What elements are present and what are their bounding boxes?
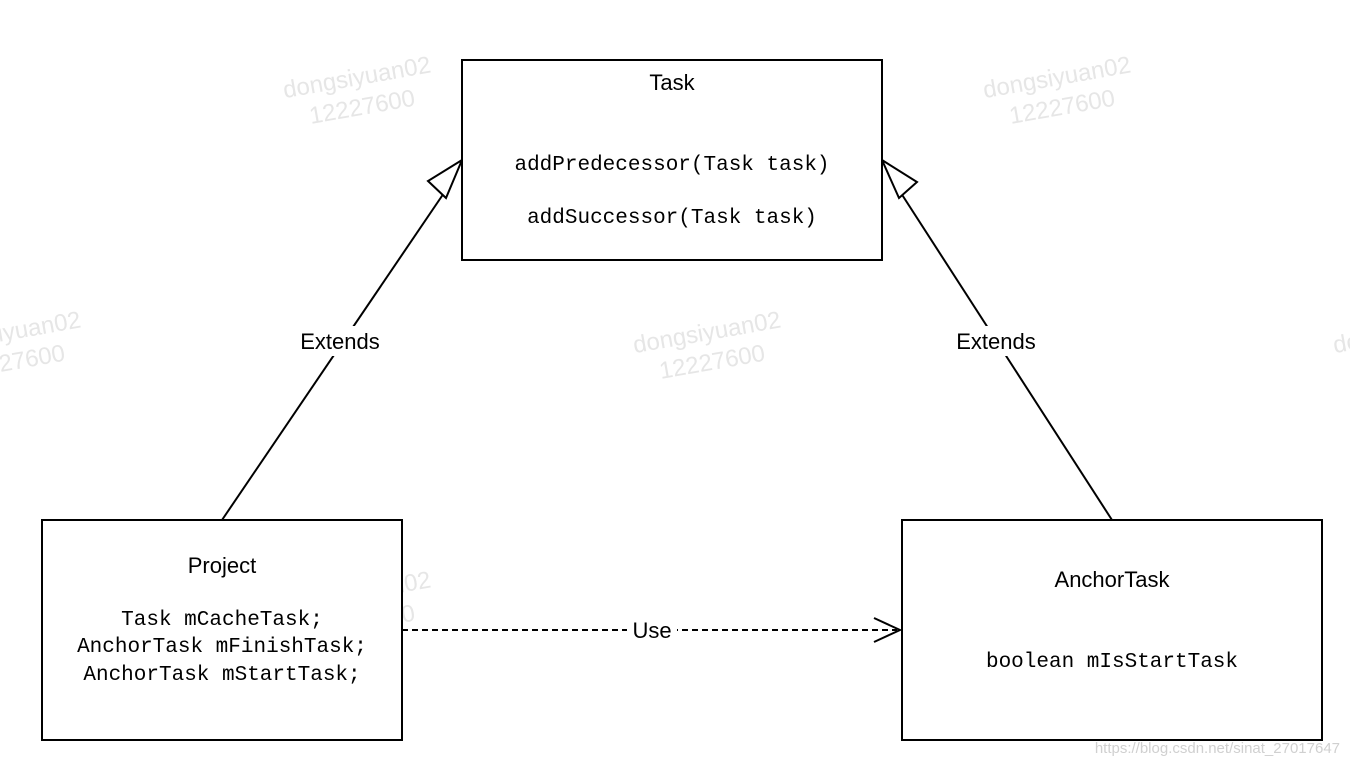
use-label-bg: [627, 616, 677, 644]
project-generalization-arrowhead: [426, 157, 465, 200]
anchor-task-class-box[interactable]: [901, 519, 1323, 741]
task-class-box[interactable]: [461, 59, 883, 261]
project-class-name: Project: [188, 553, 256, 578]
project-member: AnchorTask mFinishTask;: [77, 636, 367, 659]
task-member: addSuccessor(Task task): [527, 207, 817, 230]
project-member: Task mCacheTask;: [121, 609, 323, 632]
use-label: Use: [632, 618, 671, 643]
anchor-generalization-arrowhead: [879, 157, 919, 200]
source-credit: https://blog.csdn.net/sinat_27017647: [1095, 740, 1340, 757]
anchor-task-member: boolean mIsStartTask: [986, 651, 1238, 674]
task-class[interactable]: Task addPredecessor(Task task) addSucces…: [461, 59, 883, 261]
project-extends-label: Extends: [300, 329, 380, 354]
anchor-extends-label: Extends: [956, 329, 1036, 354]
project-extends-label-bg: [294, 326, 386, 356]
project-member: AnchorTask mStartTask;: [83, 664, 360, 687]
project-class-box[interactable]: [41, 519, 403, 741]
task-member: addPredecessor(Task task): [514, 154, 829, 177]
anchor-task-class-name: AnchorTask: [1055, 567, 1171, 592]
watermark-id: 12227600: [0, 340, 67, 385]
watermark-name: dongsiyuan02: [1331, 306, 1350, 359]
use-open-arrowhead: [873, 617, 903, 643]
task-class-name: Task: [649, 70, 695, 95]
anchor-extends-label-bg: [950, 326, 1042, 356]
anchor-task-class[interactable]: AnchorTask boolean mIsStartTask: [901, 519, 1323, 741]
project-class[interactable]: Project Task mCacheTask; AnchorTask mFin…: [41, 519, 403, 741]
